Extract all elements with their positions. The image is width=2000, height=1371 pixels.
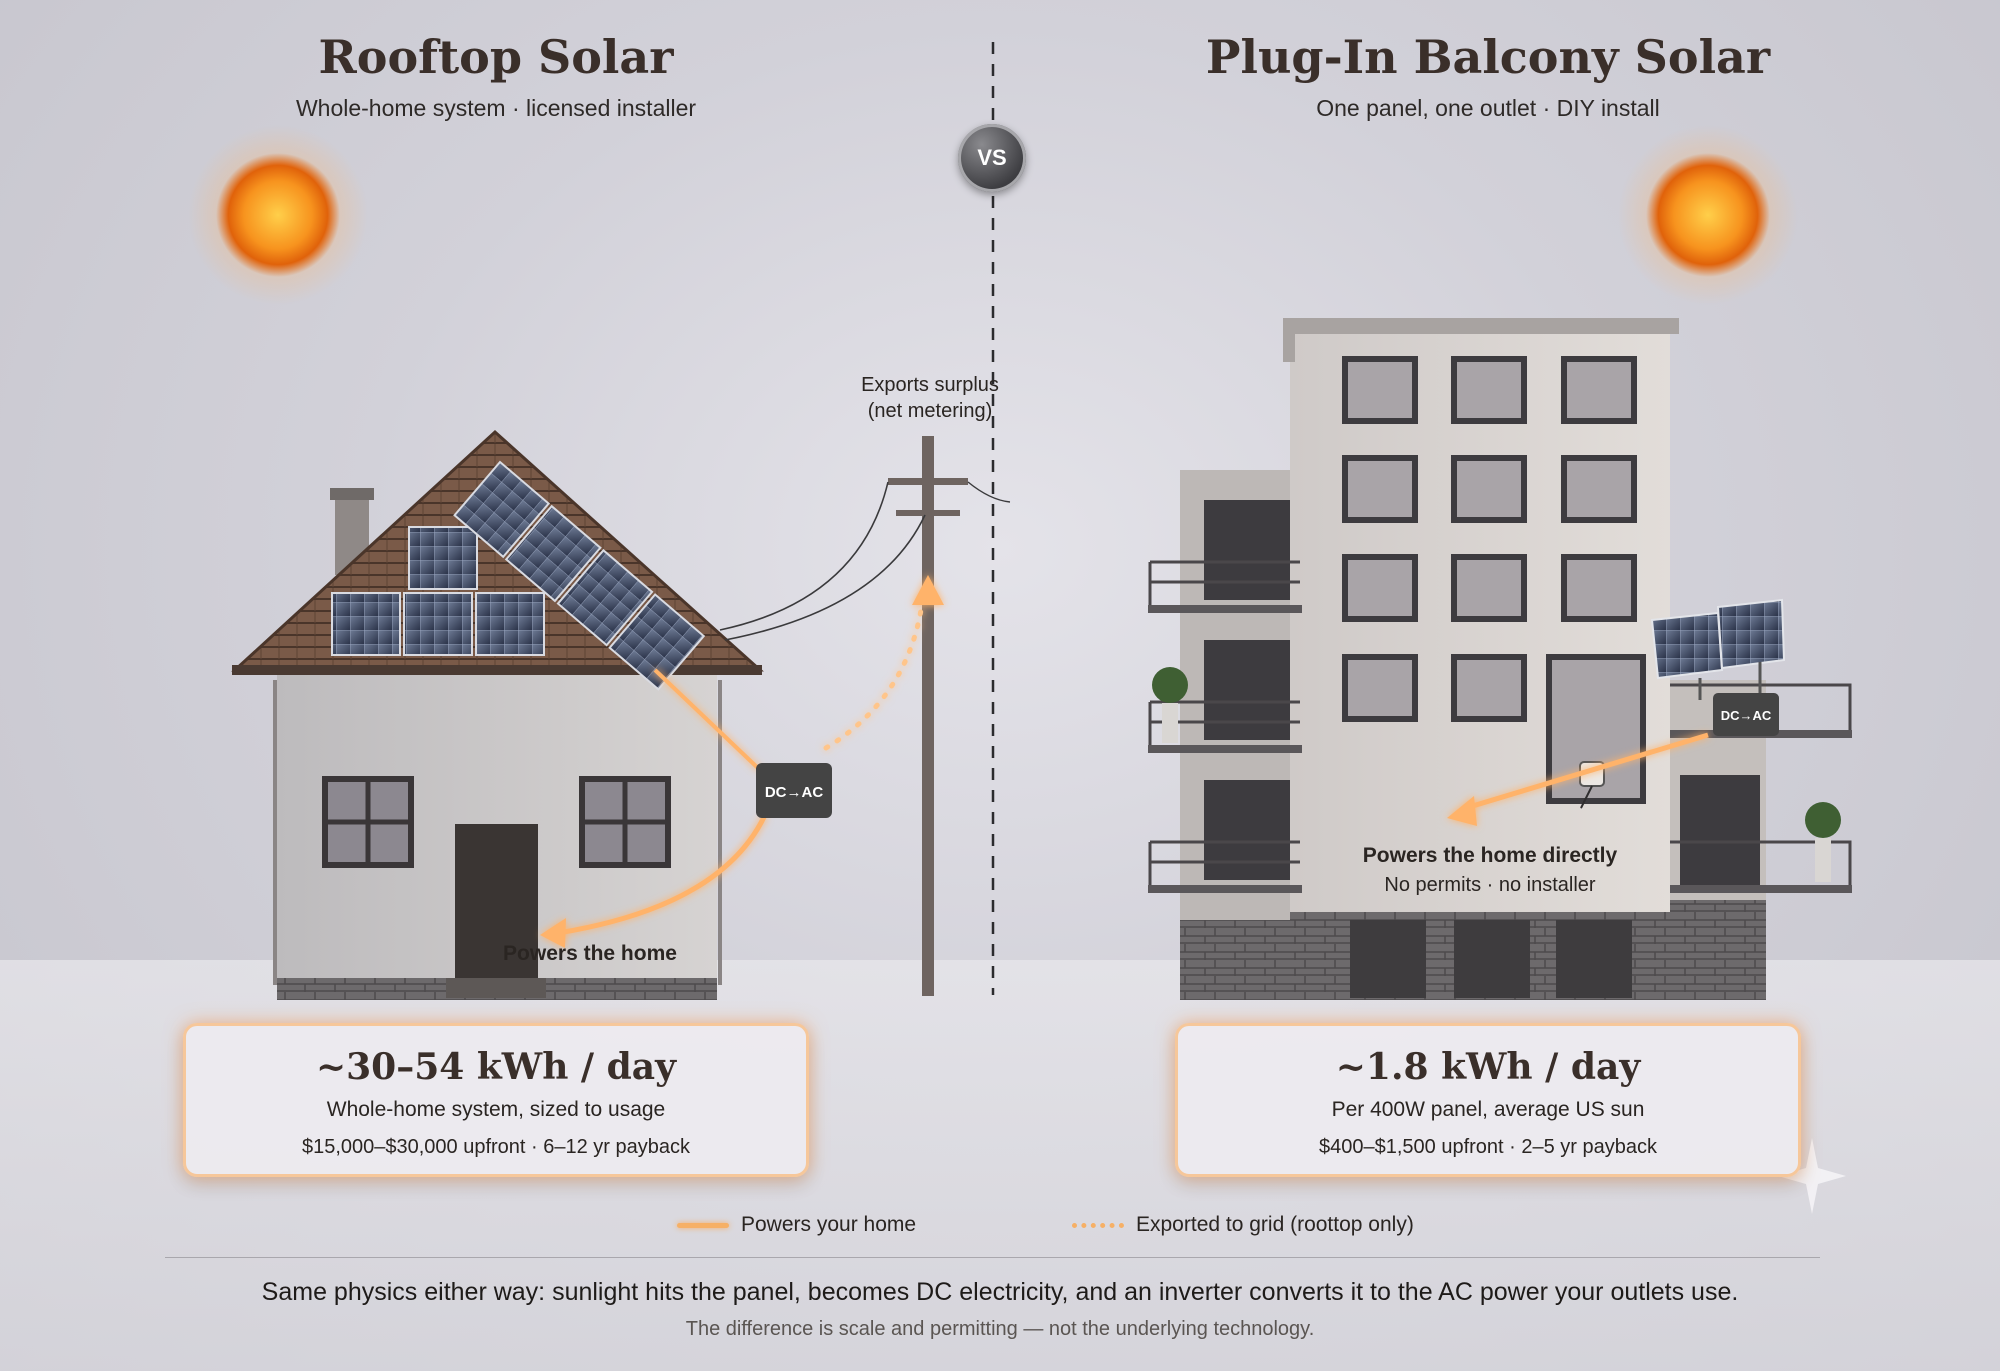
vs-badge: VS — [958, 124, 1026, 192]
legend-solid-swatch — [677, 1222, 729, 1228]
export-label: Exports surplus (net metering) — [830, 374, 1030, 423]
balcony-cost: $400–$1,500 upfront · 2–5 yr payback — [1318, 1136, 1658, 1158]
rooftop-sizing: Whole-home system, sized to usage — [326, 1098, 666, 1121]
house-door — [455, 824, 538, 979]
sun-left-icon — [188, 125, 368, 305]
legend-dotted-swatch — [1072, 1222, 1124, 1228]
rooftop-stats-card: ~30–54 kWh / day Whole-home system, size… — [183, 1023, 809, 1177]
footer-divider — [165, 1257, 1820, 1258]
balcony-power-flow — [1447, 732, 1709, 826]
footer-sub: The difference is scale and permitting —… — [685, 1318, 1315, 1340]
house-window-left — [322, 776, 414, 868]
export-label-line1: Exports surplus — [861, 374, 999, 396]
rooftop-energy: ~30–54 kWh / day — [315, 1046, 677, 1088]
legend-solid-label: Powers your home — [741, 1213, 917, 1236]
legend-dotted: Exported to grid (roottop only) — [1072, 1210, 1414, 1240]
balcony-solar-panels — [1650, 598, 1786, 700]
house-flow-label: Powers the home — [503, 942, 677, 965]
apartment-building-illustration — [1148, 318, 1852, 1000]
legend-solid: Powers your home — [677, 1210, 916, 1240]
balcony-inverter-box: DC→AC — [1713, 693, 1779, 736]
legend-dotted-label: Exported to grid (roottop only) — [1136, 1213, 1414, 1236]
house-inverter-box: DC→AC — [756, 763, 832, 818]
balcony-title: Plug-In Balcony Solar — [1205, 30, 1771, 84]
balcony-flow-label: Powers the home directly — [1362, 844, 1618, 867]
footer-main: Same physics either way: sunlight hits t… — [261, 1278, 1739, 1306]
balcony-stats-card: ~1.8 kWh / day Per 400W panel, average U… — [1175, 1023, 1801, 1177]
export-label-line2: (net metering) — [867, 400, 993, 422]
balcony-inverter-label: DC→AC — [1721, 708, 1772, 723]
house-power-flow — [540, 668, 768, 948]
sparkle-icon — [1778, 1138, 1846, 1214]
rooftop-cost: $15,000–$30,000 upfront · 6–12 yr paybac… — [301, 1136, 691, 1158]
rooftop-subtitle: Whole-home system · licensed installer — [295, 95, 697, 121]
sun-right-icon — [1618, 125, 1798, 305]
house-inverter-label: DC→AC — [765, 784, 823, 801]
rooftop-title: Rooftop Solar — [318, 30, 674, 84]
house-window-right — [579, 776, 671, 868]
balcony-flow-sublabel: No permits · no installer — [1384, 874, 1596, 896]
balcony-sizing: Per 400W panel, average US sun — [1331, 1098, 1645, 1121]
balcony-subtitle: One panel, one outlet · DIY install — [1316, 95, 1660, 121]
plant-right — [1805, 802, 1841, 882]
plant-left — [1152, 667, 1188, 743]
utility-pole — [719, 436, 1011, 996]
house-illustration — [231, 429, 764, 1000]
balcony-energy: ~1.8 kWh / day — [1335, 1046, 1641, 1088]
grid-export-flow — [823, 575, 944, 751]
